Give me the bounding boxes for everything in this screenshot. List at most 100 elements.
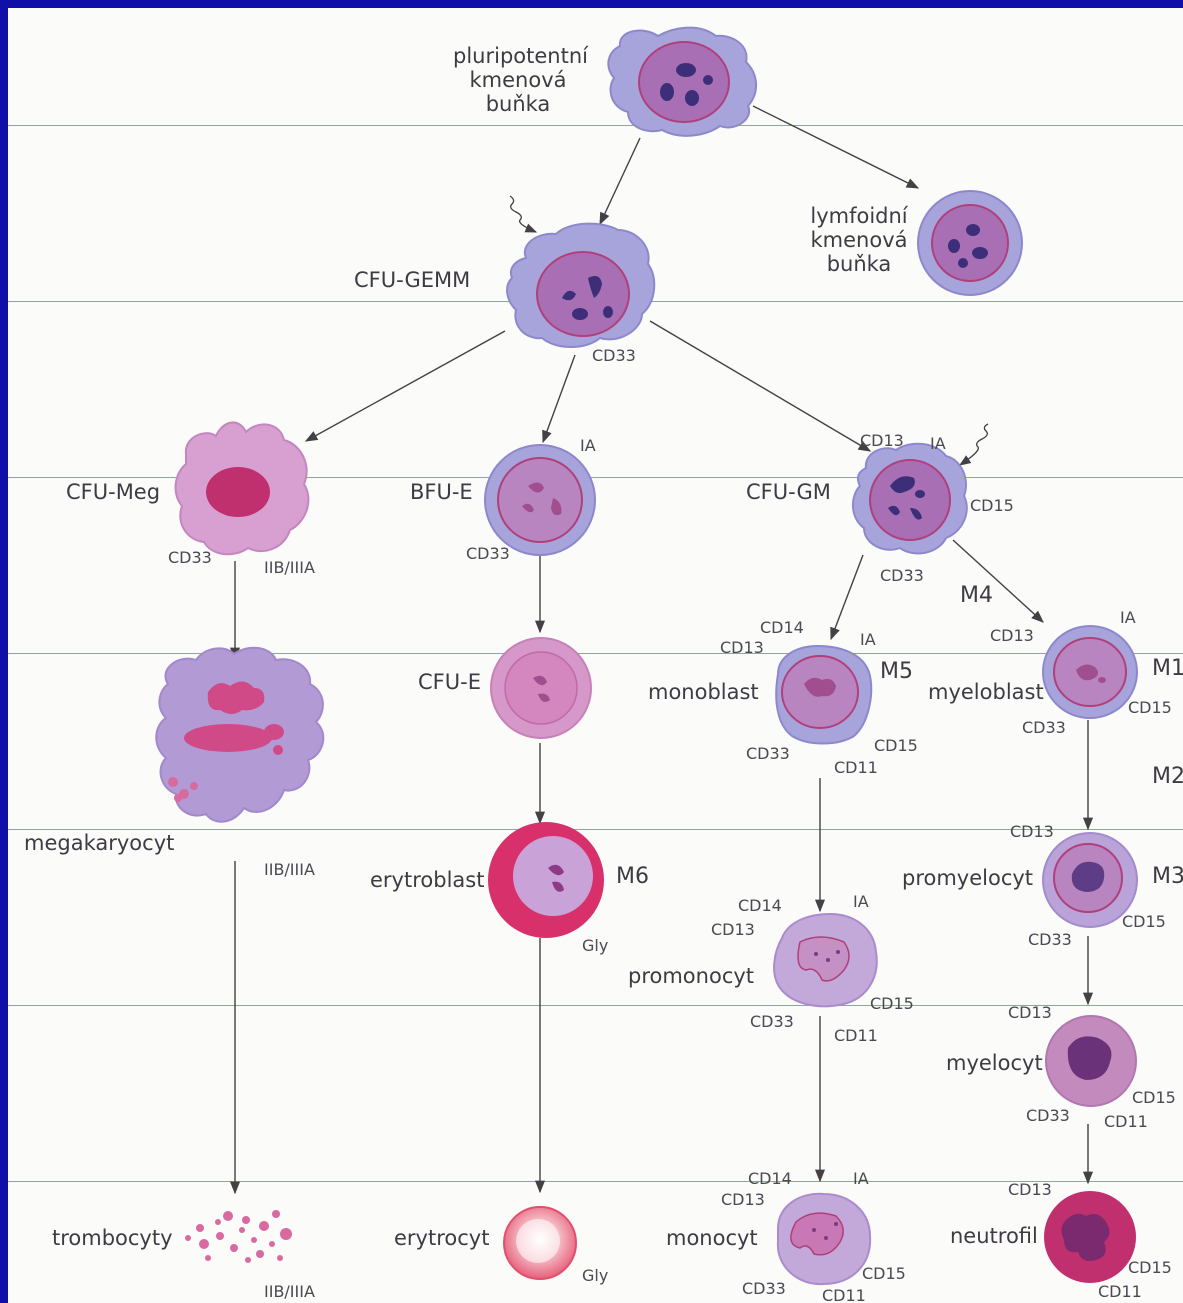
- marker-cd14: CD14: [738, 896, 782, 915]
- marker-gly: Gly: [582, 1266, 609, 1285]
- arrow-gemm-to-meg: [304, 330, 506, 442]
- arrow-gemm-to-cfugm: [649, 320, 872, 452]
- marker-cd11: CD11: [1098, 1282, 1142, 1301]
- cell-neutrofil: [1044, 1191, 1136, 1283]
- marker-cd33: CD33: [746, 744, 790, 763]
- cell-myelocyt: [1045, 1015, 1137, 1107]
- label-monocyt: monocyt: [666, 1226, 758, 1250]
- subtype-m2: M2: [1152, 764, 1183, 789]
- marker-cd11: CD11: [834, 758, 878, 777]
- marker-cd13: CD13: [1008, 1180, 1052, 1199]
- cell-cfu-meg: [174, 421, 310, 556]
- marker-cd11: CD11: [1104, 1112, 1148, 1131]
- label-bfu-e: BFU-E: [410, 480, 473, 504]
- marker-cd13: CD13: [860, 431, 904, 450]
- marker-cd15: CD15: [874, 736, 918, 755]
- guide-line: [8, 125, 1183, 126]
- marker-iib-iiia: IIB/IIIA: [264, 860, 315, 879]
- marker-cd33: CD33: [592, 346, 636, 365]
- guide-line: [8, 829, 1183, 830]
- label-myeloblast: myeloblast: [928, 680, 1044, 704]
- cell-bfu-e: [484, 444, 596, 556]
- label-cfu-meg: CFU-Meg: [66, 480, 161, 504]
- marker-ia: IA: [930, 434, 946, 453]
- marker-cd13: CD13: [1010, 822, 1054, 841]
- marker-cd15: CD15: [1122, 912, 1166, 931]
- marker-ia: IA: [580, 436, 596, 455]
- guide-line: [8, 1005, 1183, 1006]
- cell-trombocyty: [185, 1210, 292, 1263]
- label-cfu-gemm: CFU-GEMM: [354, 268, 471, 292]
- subtype-m1: M1: [1152, 656, 1183, 681]
- label-myelocyt: myelocyt: [946, 1051, 1043, 1075]
- label-promyelocyt: promyelocyt: [902, 866, 1034, 890]
- arrows: [229, 105, 1094, 1195]
- marker-ia: IA: [853, 892, 869, 911]
- label-cfu-e: CFU-E: [418, 670, 481, 694]
- label-cfu-gm: CFU-GM: [746, 480, 831, 504]
- stimulus-arrow-cfugm: [959, 423, 989, 466]
- guide-line: [8, 477, 1183, 478]
- cell-promyelocyt: [1042, 832, 1138, 928]
- cell-erytroblast: [488, 822, 604, 938]
- label-megakaryocyt: megakaryocyt: [24, 831, 175, 855]
- guide-line: [8, 653, 1183, 654]
- cell-monoblast: [775, 644, 873, 745]
- diagram-canvas: pluripotentní kmenová buňka lymfoidní km…: [8, 8, 1183, 1303]
- marker-cd13: CD13: [1008, 1003, 1052, 1022]
- cell-monocyt: [776, 1192, 872, 1286]
- subtype-m3: M3: [1152, 864, 1183, 889]
- marker-cd13: CD13: [990, 626, 1034, 645]
- marker-cd15: CD15: [1132, 1088, 1176, 1107]
- subtype-m6: M6: [616, 864, 649, 889]
- cell-cfu-gemm: [506, 222, 656, 348]
- label-lymphoid: lymfoidní kmenová buňka: [810, 204, 908, 276]
- arrow-gemm-to-bfue: [542, 354, 576, 444]
- marker-cd13: CD13: [721, 1190, 765, 1209]
- marker-ia: IA: [853, 1169, 869, 1188]
- marker-cd15: CD15: [862, 1264, 906, 1283]
- marker-cd13: CD13: [720, 638, 764, 657]
- marker-cd11: CD11: [834, 1026, 878, 1045]
- stimulus-arrow-gemm: [509, 195, 538, 233]
- marker-cd11: CD11: [822, 1286, 866, 1303]
- diagram-graphics: [155, 26, 1138, 1286]
- cell-pluripotent: [607, 26, 757, 137]
- label-pluripotent: pluripotentní kmenová buňka: [453, 44, 588, 116]
- guide-line: [8, 1181, 1183, 1182]
- cell-cfu-gm: [852, 442, 968, 555]
- marker-cd33: CD33: [750, 1012, 794, 1031]
- label-promonocyt: promonocyt: [628, 964, 755, 988]
- cell-erytrocyt: [503, 1206, 577, 1280]
- label-neutrofil: neutrofil: [950, 1224, 1038, 1248]
- marker-iib-iiia: IIB/IIIA: [264, 558, 315, 577]
- label-monoblast: monoblast: [648, 680, 759, 704]
- marker-cd13: CD13: [711, 920, 755, 939]
- marker-cd14: CD14: [760, 618, 804, 637]
- subtype-m4: M4: [960, 583, 993, 608]
- marker-cd15: CD15: [970, 496, 1014, 515]
- marker-cd33: CD33: [1022, 718, 1066, 737]
- marker-cd15: CD15: [1128, 698, 1172, 717]
- cell-megakaryocyt: [155, 646, 325, 823]
- marker-gly: Gly: [582, 936, 609, 955]
- subtype-m5: M5: [880, 659, 913, 684]
- arrow-cfugm-to-monoblast: [830, 554, 864, 641]
- cell-cfu-e: [490, 637, 592, 739]
- label-erytrocyt: erytrocyt: [394, 1226, 490, 1250]
- arrow-cfugm-to-myeloblast: [952, 539, 1044, 623]
- cell-lymphoid: [917, 190, 1023, 296]
- cell-promonocyt: [773, 912, 878, 1008]
- marker-cd15: CD15: [1128, 1258, 1172, 1277]
- marker-iib-iiia: IIB/IIIA: [264, 1282, 315, 1301]
- cell-myeloblast: [1042, 625, 1138, 719]
- marker-cd15: CD15: [870, 994, 914, 1013]
- marker-cd33: CD33: [1028, 930, 1072, 949]
- marker-cd33: CD33: [1026, 1106, 1070, 1125]
- marker-ia: IA: [860, 630, 876, 649]
- label-trombocyty: trombocyty: [52, 1226, 173, 1250]
- marker-cd33: CD33: [466, 544, 510, 563]
- arrow-pluri-to-lymphoid: [752, 105, 920, 189]
- marker-cd33: CD33: [880, 566, 924, 585]
- marker-cd14: CD14: [748, 1169, 792, 1188]
